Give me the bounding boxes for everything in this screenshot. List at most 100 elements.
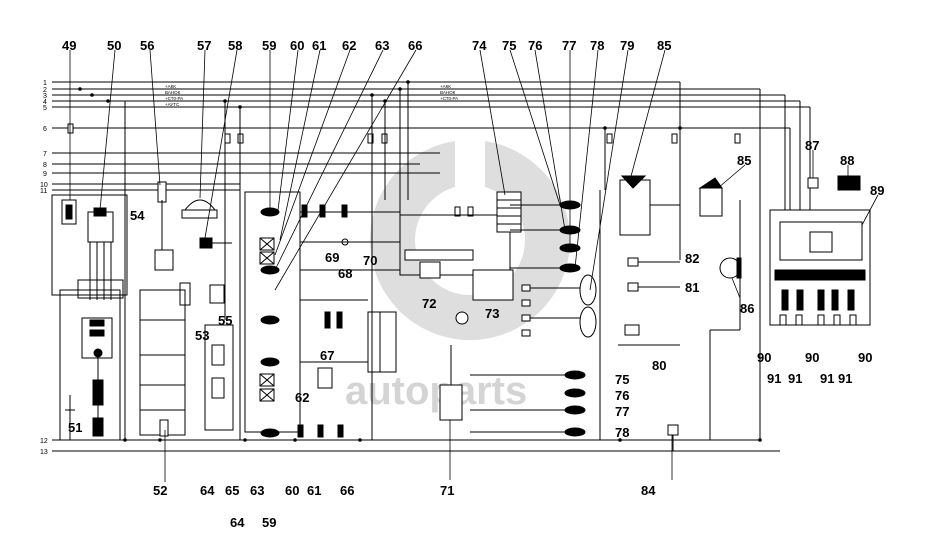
callout-label: 60 <box>290 38 304 53</box>
callout-label: 59 <box>262 515 276 530</box>
fuse-icon <box>606 133 613 144</box>
callout-label: 86 <box>740 301 754 316</box>
callout-label: 72 <box>422 296 436 311</box>
callout-label: 66 <box>408 38 422 53</box>
callout-label: 64 <box>230 515 245 530</box>
callout-label: 62 <box>295 390 309 405</box>
callout-label: 63 <box>250 483 264 498</box>
callout-label: 67 <box>320 348 334 363</box>
callout-label: 75 <box>502 38 516 53</box>
bus-label: +СТ0-РА <box>165 96 183 101</box>
callout-label: 78 <box>590 38 604 53</box>
sensor-icon <box>439 384 463 421</box>
fuse-icon <box>454 206 461 217</box>
callout-label: 61 <box>307 483 321 498</box>
callout-label: 79 <box>620 38 634 53</box>
callout-label: 81 <box>685 280 699 295</box>
warning-lamp-icon <box>564 405 586 415</box>
wire-number: 9 <box>43 171 47 178</box>
callout-label: 52 <box>153 483 167 498</box>
warning-lamp-icon <box>260 207 280 217</box>
wire-number: 4 <box>43 99 47 106</box>
bus-label: +СТ0-РА <box>440 96 458 101</box>
callout-label: 91 <box>767 371 781 386</box>
callout-label: 58 <box>228 38 242 53</box>
connector-icon <box>87 211 114 243</box>
relay-icon <box>624 324 640 336</box>
callout-label: 66 <box>340 483 354 498</box>
bus-label: +АКК <box>440 84 451 89</box>
callout-label: 77 <box>562 38 576 53</box>
fuse-icon <box>67 123 74 134</box>
callout-label: 77 <box>615 404 629 419</box>
callout-label: 82 <box>685 251 699 266</box>
callout-label: 61 <box>312 38 326 53</box>
wire-number: 7 <box>43 151 47 158</box>
callout-label: 89 <box>870 183 884 198</box>
headlamp-icon <box>579 306 597 338</box>
wire-number: 8 <box>43 162 47 169</box>
left-section <box>51 101 241 441</box>
callout-label: 88 <box>840 153 854 168</box>
relay-icon <box>627 257 639 267</box>
callout-label: 91 <box>838 371 852 386</box>
callout-label: 74 <box>472 38 487 53</box>
callout-label: 64 <box>200 483 215 498</box>
fuse-icon <box>734 133 741 144</box>
callout-label: 78 <box>615 425 629 440</box>
fuse-icon <box>336 311 343 329</box>
callout-label: 55 <box>218 313 232 328</box>
callout-label: 90 <box>757 350 771 365</box>
callout-label: 87 <box>805 138 819 153</box>
wire-number: 3 <box>43 93 47 100</box>
wire-number: 2 <box>43 87 47 94</box>
callout-label: 69 <box>325 250 339 265</box>
sensor-icon <box>807 177 819 189</box>
callout-label: 91 <box>820 371 834 386</box>
relay-icon <box>157 181 167 203</box>
callout-label: 90 <box>805 350 819 365</box>
bus-labels: +АКК ВАНОК +СТ0-РА +АУТС +АКК ВАНОК +СТ0… <box>165 84 458 107</box>
callout-label: 70 <box>363 253 377 268</box>
switch-icon <box>837 175 861 191</box>
warning-lamp-icon <box>564 427 586 437</box>
switch-icon <box>699 187 723 217</box>
callout-label: 90 <box>858 350 872 365</box>
wire-number: 10 <box>40 182 48 189</box>
junction-dots <box>78 80 762 442</box>
leader-lines <box>69 49 879 482</box>
callout-label: 54 <box>130 208 145 223</box>
callout-label: 63 <box>375 38 389 53</box>
wire-number: 11 <box>40 188 47 195</box>
callout-label: 60 <box>285 483 299 498</box>
callout-label: 91 <box>788 371 802 386</box>
callout-label: 49 <box>62 38 76 53</box>
warning-lamp-icon <box>564 370 586 380</box>
callout-label: 71 <box>440 483 454 498</box>
callout-label: 75 <box>615 372 629 387</box>
wire-number: 12 <box>40 438 48 445</box>
far-right-section <box>769 175 871 326</box>
warning-lamp-icon <box>260 357 280 367</box>
watermark-text: autoparts <box>345 369 527 413</box>
wire-number: 1 <box>43 80 47 87</box>
callout-label: 57 <box>197 38 211 53</box>
bus-label: ВАНОК <box>165 90 181 95</box>
callout-label: 76 <box>528 38 542 53</box>
fuse-icon <box>224 133 231 144</box>
callout-label: 76 <box>615 388 629 403</box>
wire-number: 13 <box>40 449 48 456</box>
warning-lamp-icon <box>559 263 581 273</box>
fuse-icon <box>324 311 331 329</box>
bus-label: ВАНОК <box>440 90 456 95</box>
callout-label: 68 <box>338 266 352 281</box>
warning-lamp-icon <box>564 388 586 398</box>
callout-label: 56 <box>140 38 154 53</box>
callout-label: 65 <box>225 483 239 498</box>
bus-rails <box>52 81 811 452</box>
callout-label: 59 <box>262 38 276 53</box>
callout-label: 62 <box>342 38 356 53</box>
horn-icon <box>496 191 522 233</box>
